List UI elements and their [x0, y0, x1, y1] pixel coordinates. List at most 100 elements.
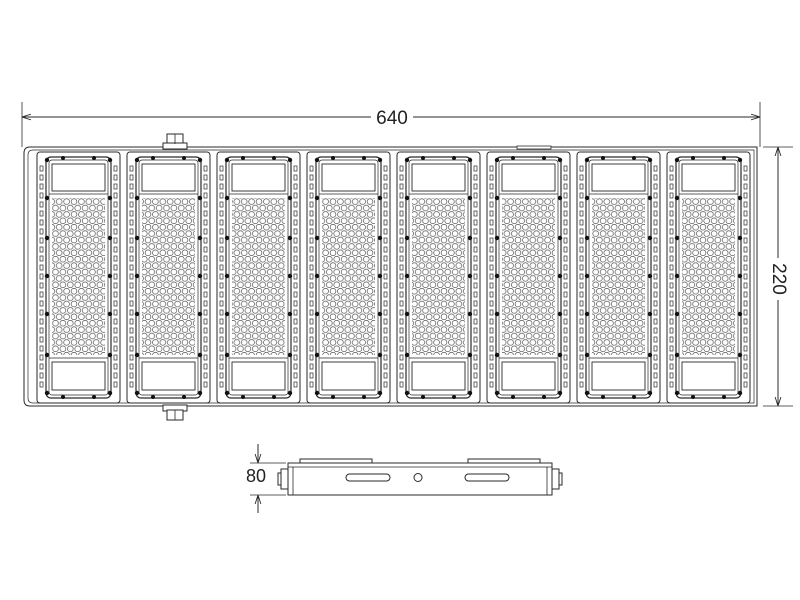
screw [224, 157, 230, 163]
vent-slot [219, 192, 224, 199]
led-array [142, 198, 195, 355]
vent-slot [219, 300, 224, 307]
screw [44, 195, 50, 201]
vent-slot [473, 336, 478, 343]
screw [584, 390, 590, 396]
vent-slot [669, 291, 674, 298]
screw [272, 156, 276, 160]
screw [494, 157, 500, 163]
vent-slot [129, 354, 134, 361]
vent-slot [113, 201, 118, 208]
led-module [126, 151, 211, 404]
vent-slot [489, 372, 494, 379]
led-array [232, 198, 285, 355]
screw [107, 390, 113, 396]
front-view [23, 133, 758, 421]
vent-slot [473, 219, 478, 226]
screw [404, 273, 410, 279]
screw [362, 156, 366, 160]
vent-slot [399, 174, 404, 181]
vent-slot [383, 192, 388, 199]
vent-slot [203, 381, 208, 388]
vent-slot [579, 228, 584, 235]
screw [494, 195, 500, 201]
vent-slot [203, 174, 208, 181]
vent-slot [473, 300, 478, 307]
screw [182, 156, 186, 160]
screw [557, 235, 563, 241]
vent-slot [293, 345, 298, 352]
screw [557, 273, 563, 279]
vent-slot [113, 255, 118, 262]
screw [287, 352, 293, 358]
screw [151, 156, 155, 160]
screw [674, 390, 680, 396]
vent-slot [129, 219, 134, 226]
screw [377, 157, 383, 163]
screw [737, 311, 743, 317]
vent-slot [669, 246, 674, 253]
screw [134, 390, 140, 396]
vent-slot [203, 300, 208, 307]
bottom-cover-plate [411, 361, 466, 391]
screw [674, 311, 680, 317]
vent-slot [129, 372, 134, 379]
screw [691, 395, 695, 399]
screw [197, 157, 203, 163]
top-cover-plate [501, 163, 556, 192]
screw [197, 390, 203, 396]
vent-slot [669, 300, 674, 307]
vent-slot [203, 192, 208, 199]
vent-slot [563, 336, 568, 343]
vent-slot [219, 255, 224, 262]
screw [421, 395, 425, 399]
side-bracket-knob-right [551, 468, 560, 490]
top-cover-plate [321, 163, 376, 192]
screw [404, 195, 410, 201]
vent-slot [489, 165, 494, 172]
vent-slot [383, 327, 388, 334]
vent-slot [743, 336, 748, 343]
vent-slot [743, 246, 748, 253]
screw [197, 235, 203, 241]
screw [377, 311, 383, 317]
vent-slot [653, 246, 658, 253]
vent-slot [473, 327, 478, 334]
side-height-dimension-label: 80 [246, 466, 266, 486]
vent-slot [473, 228, 478, 235]
vent-slot [743, 174, 748, 181]
vent-slot [39, 174, 44, 181]
vent-slot [563, 183, 568, 190]
height-dimension: 220 [763, 146, 794, 407]
led-array [502, 198, 555, 355]
screw [647, 235, 653, 241]
screw [601, 395, 605, 399]
vent-slot [39, 291, 44, 298]
vent-slot [743, 291, 748, 298]
vent-slot [579, 300, 584, 307]
vent-slot [743, 165, 748, 172]
vent-slot [669, 219, 674, 226]
screw [737, 390, 743, 396]
vent-slot [309, 219, 314, 226]
vent-slot [309, 210, 314, 217]
screw [224, 195, 230, 201]
vent-slot [219, 210, 224, 217]
vent-slot [203, 336, 208, 343]
screw [224, 390, 230, 396]
vent-slot [473, 372, 478, 379]
vent-slot [309, 255, 314, 262]
side-bracket-bolt-left [277, 472, 282, 486]
side-view [277, 458, 563, 496]
vent-slot [563, 345, 568, 352]
vent-slot [39, 192, 44, 199]
screw [44, 352, 50, 358]
vent-slot [473, 291, 478, 298]
vent-slot [293, 183, 298, 190]
screw [647, 195, 653, 201]
vent-slot [743, 237, 748, 244]
screw [674, 235, 680, 241]
vent-slot [113, 327, 118, 334]
vent-slot [383, 372, 388, 379]
vent-slot [563, 273, 568, 280]
